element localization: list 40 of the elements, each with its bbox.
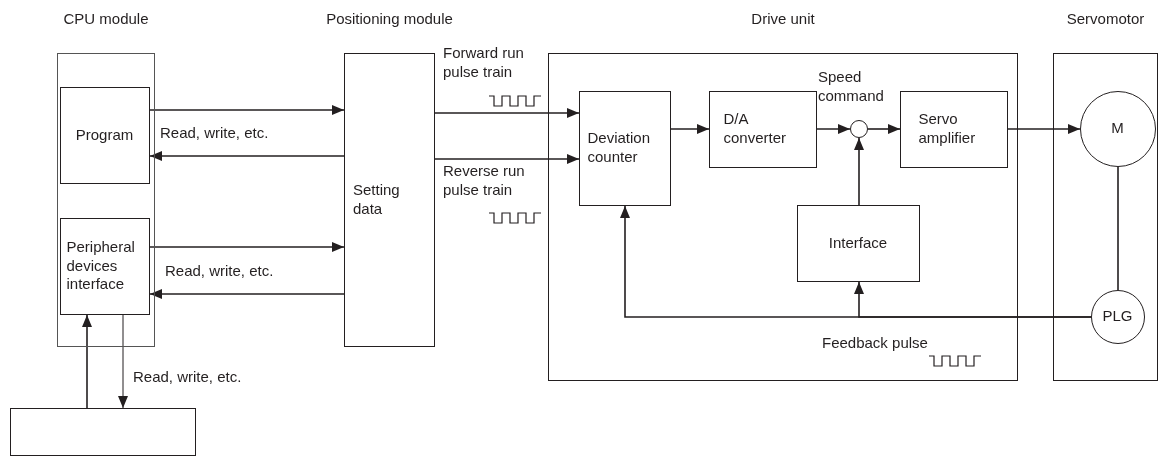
arrow xyxy=(149,151,345,161)
process-box xyxy=(796,204,920,282)
arrow xyxy=(670,124,710,134)
edge-label: Read, write, etc. xyxy=(133,368,242,387)
edge-label: Read, write, etc. xyxy=(165,262,274,281)
process-box xyxy=(59,86,150,184)
arrow xyxy=(854,137,864,206)
empty-box xyxy=(10,408,196,456)
node-label: PLG xyxy=(1102,307,1133,326)
node-label: D/A converter xyxy=(722,110,788,148)
process-box xyxy=(899,90,1008,168)
arrow xyxy=(149,242,345,252)
process-box xyxy=(578,90,671,206)
process-box xyxy=(708,90,817,168)
node-label: Servo amplifier xyxy=(917,110,977,148)
arrow xyxy=(816,124,851,134)
arrow xyxy=(82,314,92,409)
edge-label: Feedback pulse xyxy=(822,334,928,353)
edge-label: Read, write, etc. xyxy=(160,124,269,143)
node-label: M xyxy=(1111,119,1124,138)
signal-label: Speed command xyxy=(818,68,885,106)
node-label: Peripheral devices interface xyxy=(65,237,136,295)
arrow xyxy=(149,105,345,115)
module-heading: Servomotor xyxy=(1066,10,1145,27)
node-label: Interface xyxy=(828,233,888,253)
module-heading: CPU module xyxy=(63,10,149,27)
node-label: Setting data xyxy=(352,181,401,219)
connector-line xyxy=(1117,166,1119,291)
module-heading: Drive unit xyxy=(751,10,815,27)
arrow xyxy=(149,289,345,299)
arrow xyxy=(854,281,1092,318)
process-box xyxy=(59,217,150,315)
arrow xyxy=(867,124,901,134)
arrow xyxy=(434,154,580,164)
node-label: Deviation counter xyxy=(586,129,652,167)
arrow xyxy=(118,314,128,409)
arrow xyxy=(434,108,580,118)
module-heading: Positioning module xyxy=(326,10,453,27)
arrow xyxy=(1007,124,1081,134)
node-label: Program xyxy=(75,125,134,145)
